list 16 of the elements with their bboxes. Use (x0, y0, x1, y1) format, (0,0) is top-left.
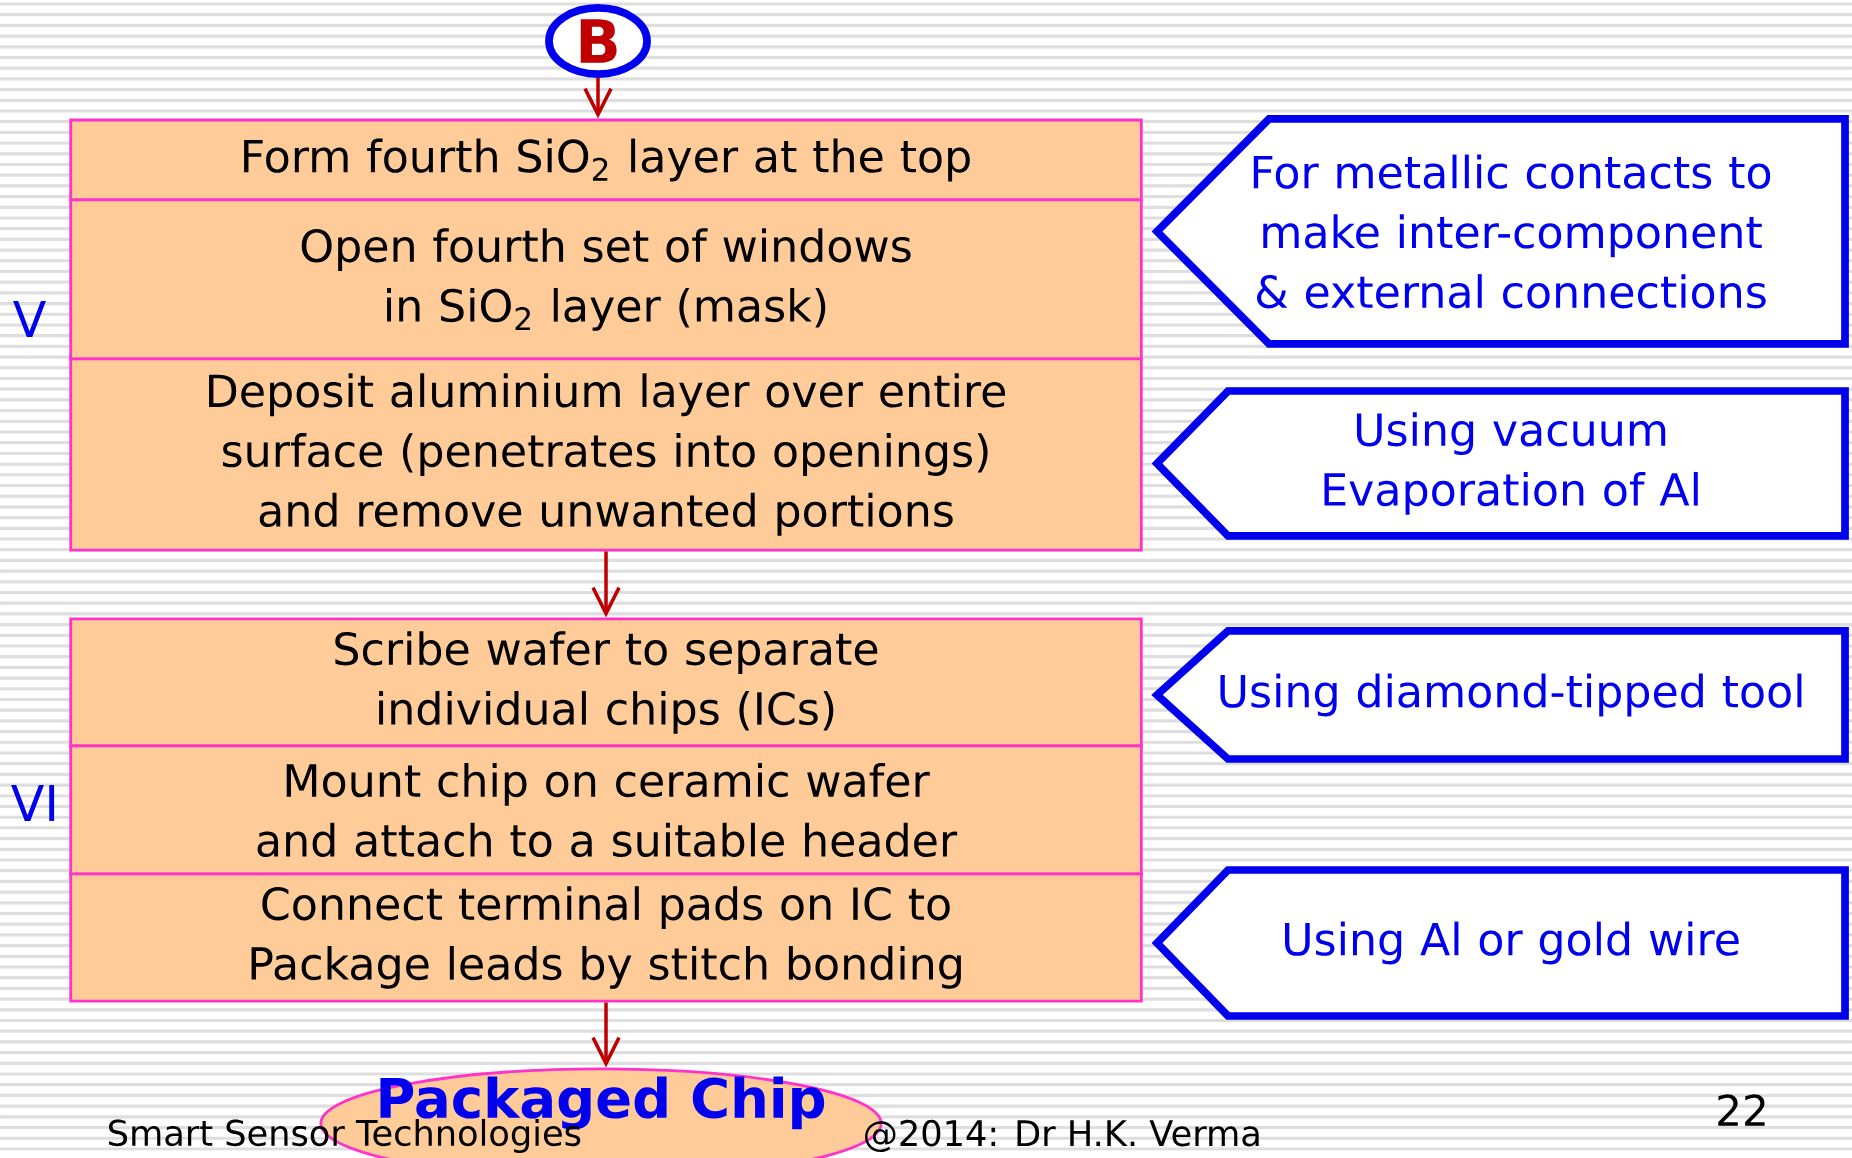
process-box: Scribe wafer to separate individual chips (ICs) (69, 617, 1143, 748)
section-label: VI (11, 785, 55, 821)
node-label: Using diamond-tipped tool (1220, 673, 1802, 717)
node-label: For metallic contacts to make inter-component & external connections (1253, 154, 1771, 309)
process-box: Connect terminal pads on IC to Package leads by stitch bonding (69, 872, 1143, 1003)
page-number: 22 (1718, 1094, 1765, 1126)
node-label: Using Al or gold wire (1284, 921, 1739, 965)
footer-text: @2014: Dr H.K. Verma (865, 1119, 1259, 1153)
node-label: Using vacuum Evaporation of Al (1324, 412, 1698, 515)
process-box: Deposit aluminium layer over entire surface (penetrates into openings) and remove unwanted portions (69, 357, 1143, 552)
arrow (591, 1002, 621, 1068)
arrow (591, 551, 621, 618)
section-label: V (13, 301, 46, 337)
process-box: Mount chip on ceramic wafer and attach to a suitable header (69, 744, 1143, 876)
process-box: Open fourth set of windows in SiO$_{2}$ layer (mask) (69, 198, 1143, 361)
process-box: Form fourth SiO$_{2}$ layer at the top (69, 118, 1143, 202)
